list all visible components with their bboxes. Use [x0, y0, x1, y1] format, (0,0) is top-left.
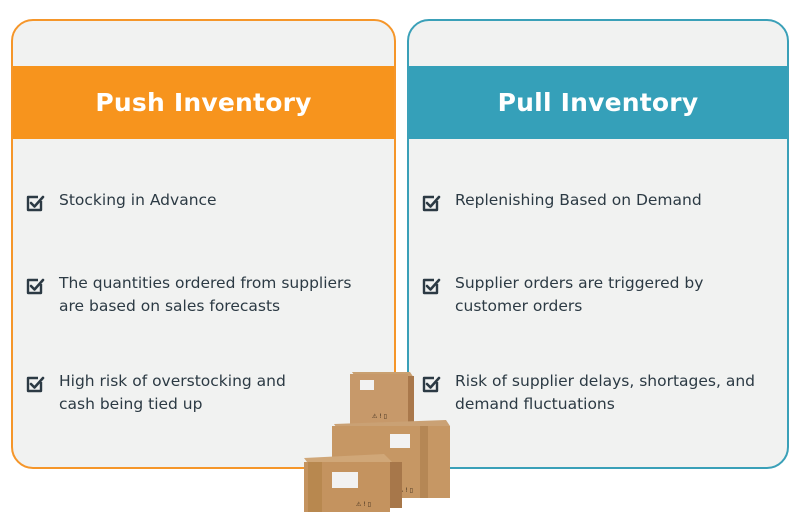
pull-item-2-text: Supplier orders are triggered by custome…: [455, 274, 704, 315]
pull-item-1: Replenishing Based on Demand: [420, 189, 767, 214]
checkbox-check-icon: [422, 195, 441, 212]
pull-item-1-text: Replenishing Based on Demand: [455, 191, 702, 209]
checkbox-check-icon: [26, 278, 45, 295]
pull-item-3: Risk of supplier delays, shortages, and …: [420, 370, 767, 416]
checkbox-check-icon: [422, 278, 441, 295]
push-inventory-title: Push Inventory: [13, 66, 394, 139]
svg-text:⚠ ! ▯: ⚠ ! ▯: [372, 413, 387, 420]
push-item-1-text: Stocking in Advance: [59, 191, 217, 209]
checkbox-check-icon: [422, 376, 441, 393]
push-item-3-text: High risk of overstocking and cash being…: [59, 372, 286, 413]
push-item-2-text: The quantities ordered from suppliers ar…: [59, 274, 352, 315]
checkbox-check-icon: [26, 195, 45, 212]
push-item-2: The quantities ordered from suppliers ar…: [24, 272, 374, 318]
checkbox-check-icon: [26, 376, 45, 393]
push-inventory-card: Push Inventory Stocking in Advance The q…: [11, 19, 396, 469]
front-box: ⚠ ! ▯: [304, 454, 402, 512]
cardboard-boxes-icon: ⚠ ! ▯ ⚠ ! ▯ ⚠ ! ▯: [304, 372, 450, 512]
pull-item-3-text: Risk of supplier delays, shortages, and …: [455, 372, 756, 413]
push-item-3: High risk of overstocking and cash being…: [24, 370, 314, 416]
pull-item-2: Supplier orders are triggered by custome…: [420, 272, 737, 318]
pull-inventory-title: Pull Inventory: [409, 66, 787, 139]
top-box: ⚠ ! ▯: [350, 372, 414, 424]
svg-text:⚠ ! ▯: ⚠ ! ▯: [398, 487, 413, 494]
pull-inventory-card: Pull Inventory Replenishing Based on Dem…: [407, 19, 789, 469]
svg-text:⚠ ! ▯: ⚠ ! ▯: [356, 501, 371, 508]
push-item-1: Stocking in Advance: [24, 189, 374, 214]
